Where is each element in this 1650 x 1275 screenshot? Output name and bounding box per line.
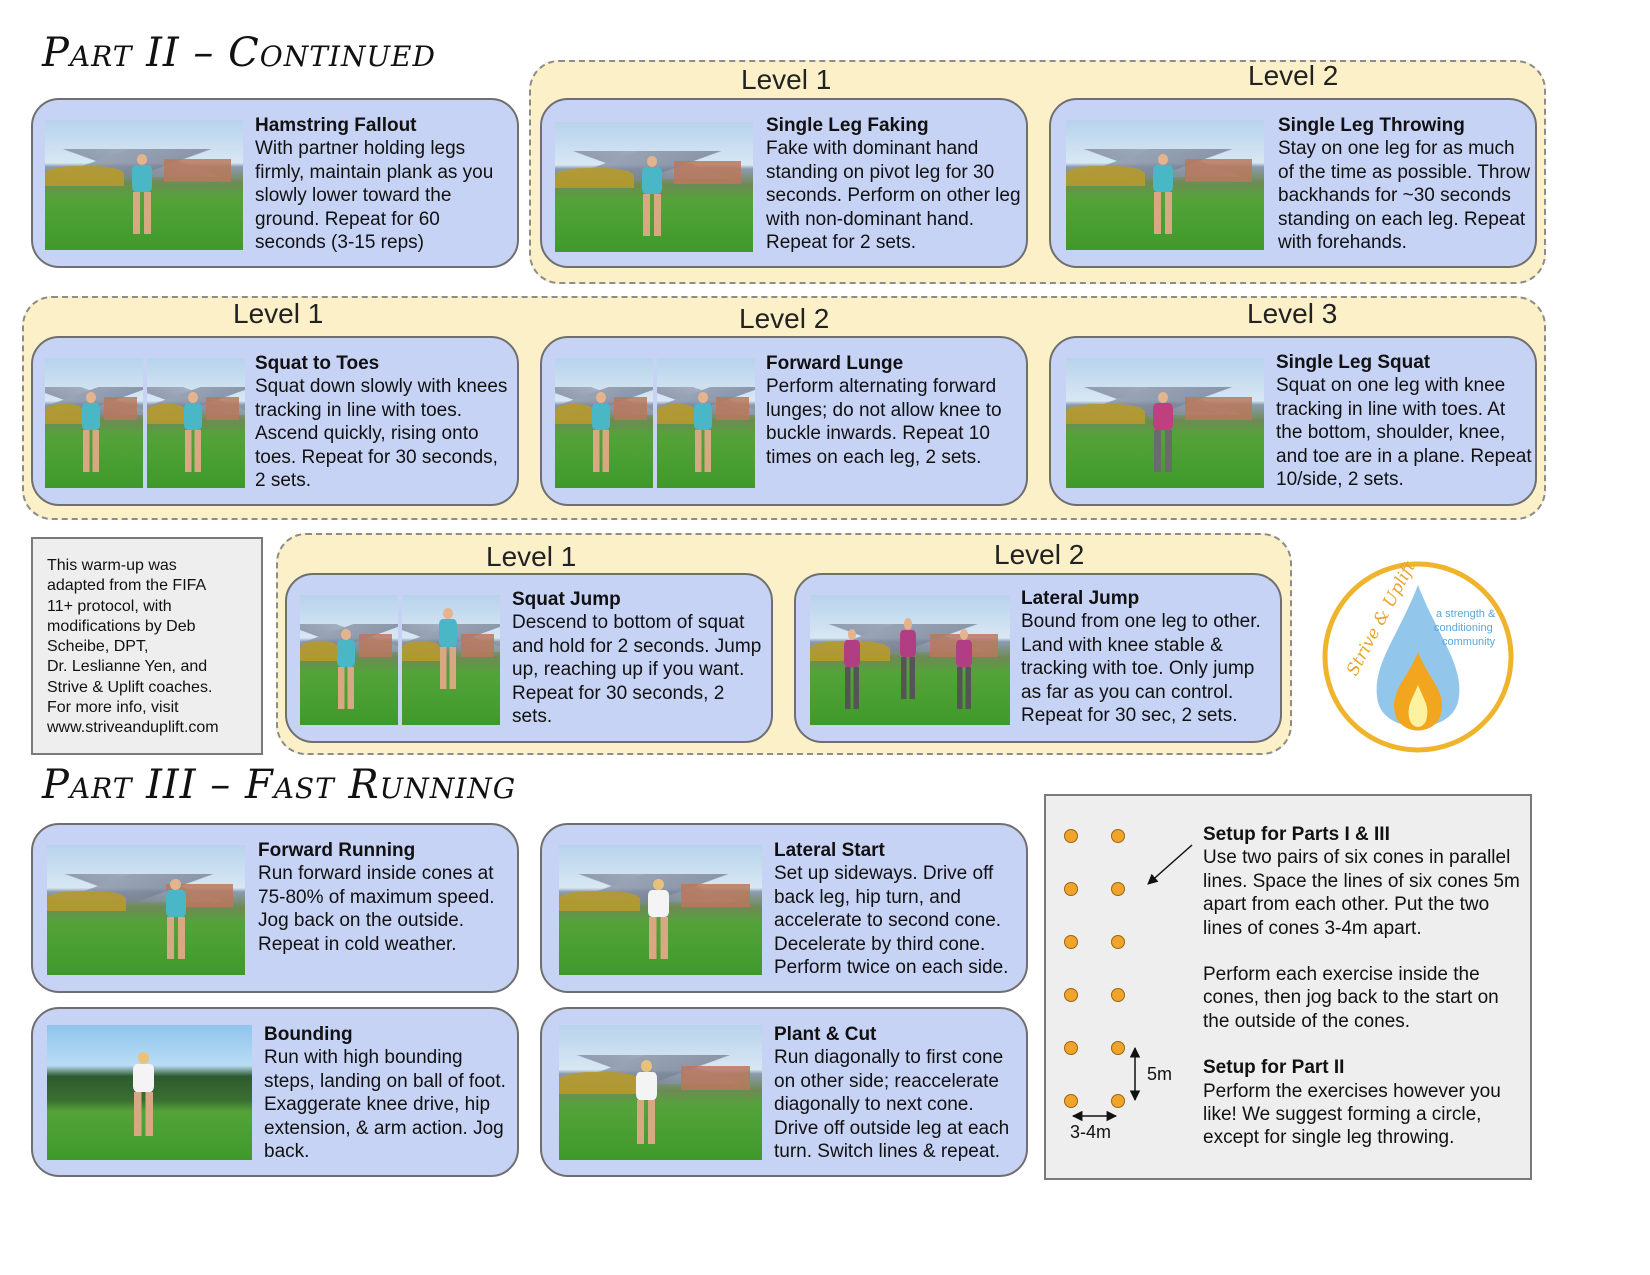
card-forward-lunge: Forward Lunge Perform alternating forwar… [540, 336, 1028, 506]
exercise-photo [555, 122, 753, 252]
card-title: Lateral Start [774, 840, 885, 861]
card-body: Stay on one leg for as much of the time … [1278, 138, 1531, 254]
setup-title-2: Setup for Part II [1203, 1057, 1345, 1079]
cone-marker [1111, 829, 1125, 843]
credits-text: This warm-up was adapted from the FIFA 1… [47, 557, 219, 737]
exercise-photo [47, 1025, 252, 1160]
credits-note: This warm-up was adapted from the FIFA 1… [31, 537, 263, 755]
card-single-leg-faking: Single Leg Faking Fake with dominant han… [540, 98, 1028, 268]
card-forward-running: Forward Running Run forward inside cones… [31, 823, 519, 993]
card-squat-jump: Squat Jump Descend to bottom of squat an… [285, 573, 773, 743]
level-label-row1-l1: Level 1 [741, 64, 832, 95]
cone-marker [1064, 882, 1078, 896]
exercise-photo [47, 845, 245, 975]
part-ii-heading: Part II – Continued [42, 30, 436, 76]
card-title: Single Leg Throwing [1278, 115, 1465, 136]
level-label-row2-l3: Level 3 [1247, 298, 1338, 329]
setup-body-1: Use two pairs of six cones in parallel l… [1203, 847, 1520, 939]
cone-marker [1111, 1094, 1125, 1108]
card-title: Forward Running [258, 840, 416, 861]
exercise-photo [402, 595, 500, 725]
card-single-leg-squat: Single Leg Squat Squat on one leg with k… [1049, 336, 1537, 506]
cone-marker [1111, 1041, 1125, 1055]
exercise-photo [559, 1025, 762, 1160]
cone-marker [1064, 829, 1078, 843]
cone-marker [1064, 935, 1078, 949]
card-body: Run forward inside cones at 75-80% of ma… [258, 863, 495, 955]
card-body: Run with high bounding steps, landing on… [264, 1047, 506, 1163]
cone-marker [1111, 882, 1125, 896]
card-title: Forward Lunge [766, 353, 904, 374]
card-body: Fake with dominant hand standing on pivo… [766, 138, 1021, 254]
setup-body-2: Perform each exercise inside the cones, … [1203, 964, 1499, 1032]
level-label-row1-l2: Level 2 [1248, 60, 1339, 91]
card-title: Squat to Toes [255, 353, 380, 374]
card-title: Single Leg Faking [766, 115, 929, 136]
cone-marker [1064, 1041, 1078, 1055]
card-title: Hamstring Fallout [255, 115, 417, 136]
exercise-photo [657, 358, 755, 488]
exercise-photo [1066, 358, 1264, 488]
setup-arrows [1071, 844, 1193, 1122]
card-lateral-jump: Lateral Jump Bound from one leg to other… [794, 573, 1282, 743]
level-label-row3-l1: Level 1 [486, 541, 577, 572]
setup-title-1: Setup for Parts I & III [1203, 824, 1390, 845]
label-3-4m: 3-4m [1070, 1122, 1112, 1142]
exercise-photo [45, 120, 243, 250]
card-squat-to-toes: Squat to Toes Squat down slowly with kne… [31, 336, 519, 506]
card-body: With partner holding legs firmly, mainta… [255, 138, 494, 254]
exercise-photo [810, 595, 1010, 725]
cone-marker [1064, 1094, 1078, 1108]
card-lateral-start: Lateral Start Set up sideways. Drive off… [540, 823, 1028, 993]
cone-marker [1111, 935, 1125, 949]
strive-uplift-logo: Strive & Uplift a strength & conditionin… [1322, 558, 1514, 753]
level-label-row3-l2: Level 2 [994, 539, 1085, 570]
exercise-photo [300, 595, 398, 725]
card-body: Squat down slowly with knees tracking in… [255, 376, 508, 492]
cone-marker [1111, 988, 1125, 1002]
exercise-photo [1066, 120, 1264, 250]
card-title: Squat Jump [512, 589, 621, 610]
card-title: Lateral Jump [1021, 588, 1140, 609]
card-title: Single Leg Squat [1276, 352, 1431, 373]
card-single-leg-throwing: Single Leg Throwing Stay on one leg for … [1049, 98, 1537, 268]
exercise-photo [147, 358, 245, 488]
level-label-row2-l2: Level 2 [739, 303, 830, 334]
exercise-photo [555, 358, 653, 488]
card-body: Run diagonally to first cone on other si… [774, 1047, 1010, 1163]
card-body: Set up sideways. Drive off back leg, hip… [774, 863, 1009, 979]
level-label-row2-l1: Level 1 [233, 298, 324, 329]
part-iii-heading: Part III – Fast Running [42, 762, 517, 808]
logo-tagline-1: a strength & [1436, 608, 1496, 620]
card-body: Squat on one leg with knee tracking in l… [1276, 375, 1532, 491]
exercise-photo [45, 358, 143, 488]
card-hamstring-fallout: Hamstring Fallout With partner holding l… [31, 98, 519, 268]
label-5m: 5m [1147, 1064, 1173, 1084]
cone-marker [1064, 988, 1078, 1002]
setup-body-3: Perform the exercises however you like! … [1203, 1080, 1501, 1149]
card-plant-cut: Plant & Cut Run diagonally to first cone… [540, 1007, 1028, 1177]
exercise-photo [559, 845, 762, 975]
card-title: Bounding [264, 1024, 353, 1045]
card-title: Plant & Cut [774, 1024, 877, 1045]
pointer-arrow-icon [1147, 844, 1193, 885]
logo-tagline-2: conditioning [1434, 622, 1493, 634]
card-body: Bound from one leg to other. Land with k… [1021, 611, 1261, 727]
card-body: Descend to bottom of squat and hold for … [512, 612, 762, 728]
logo-tagline-3: community [1442, 636, 1496, 648]
setup-box: 5m 3-4m Setup for Parts I & III Use two … [1044, 794, 1532, 1180]
card-bounding: Bounding Run with high bounding steps, l… [31, 1007, 519, 1177]
card-body: Perform alternating forward lunges; do n… [766, 376, 1002, 468]
